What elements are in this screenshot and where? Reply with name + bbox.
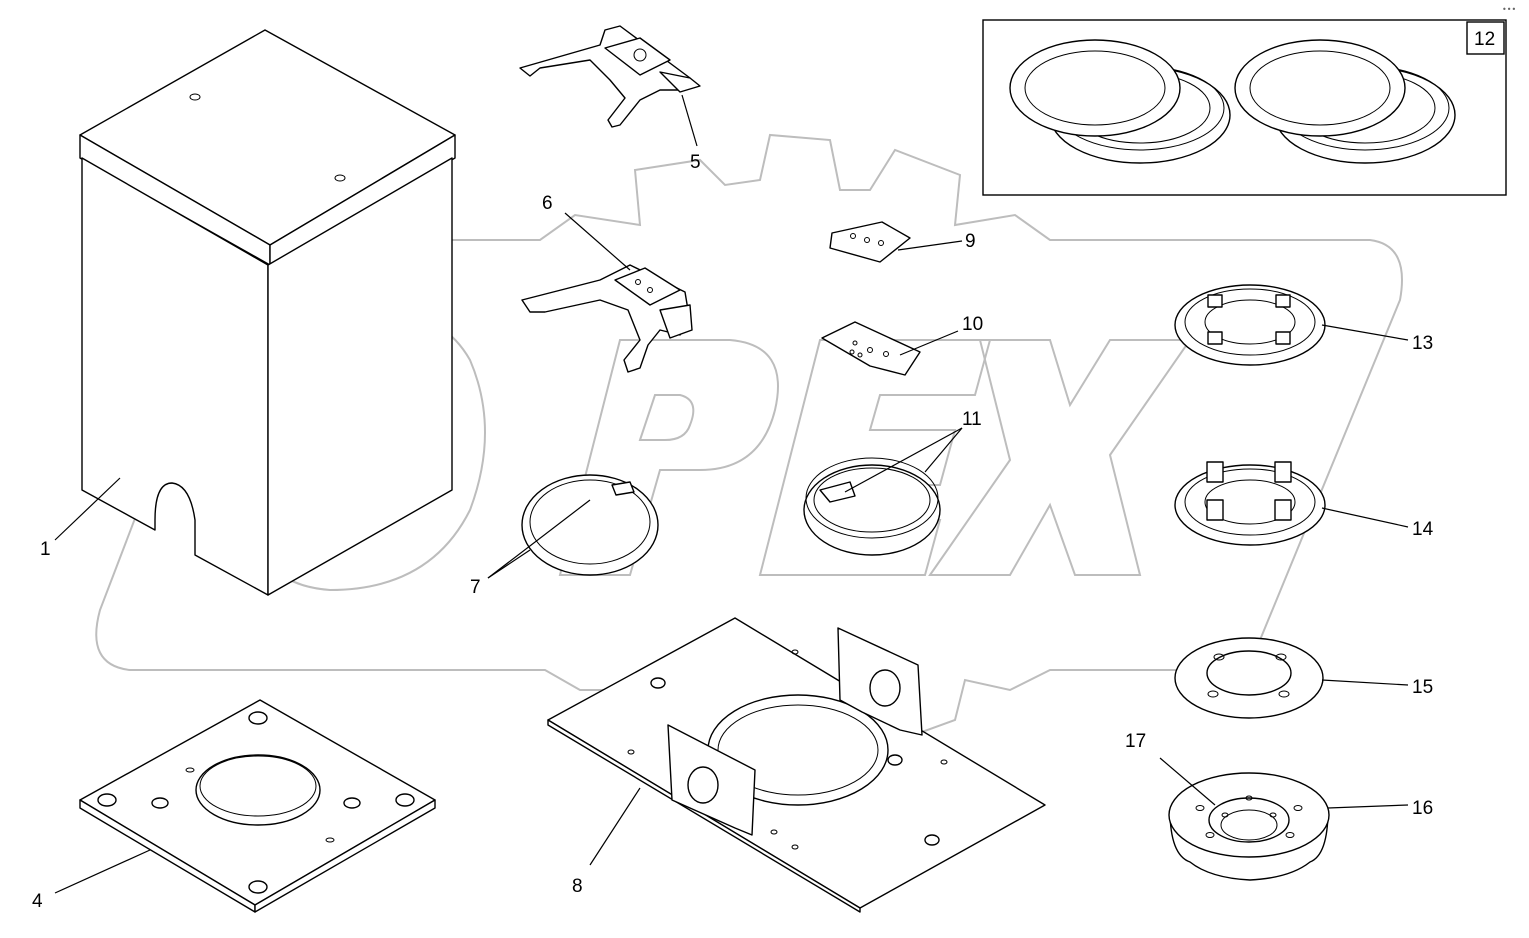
callout-10: 10 bbox=[962, 314, 983, 335]
part-6-sensor-bracket bbox=[521, 264, 693, 373]
callout-9: 9 bbox=[965, 231, 976, 252]
part-12-kit-frame bbox=[982, 19, 1507, 196]
callout-labels: 1 4 5 6 7 8 9 10 11 12 13 14 15 16 17 bbox=[32, 29, 1495, 912]
part-5-sensor-bracket bbox=[519, 25, 701, 128]
corner-mark: ••• bbox=[1502, 5, 1516, 14]
part-4-base-plate bbox=[79, 699, 436, 913]
callout-4: 4 bbox=[32, 891, 43, 912]
part-7-ring bbox=[521, 474, 659, 576]
callout-7: 7 bbox=[470, 577, 481, 598]
callout-11: 11 bbox=[962, 409, 982, 430]
part-14-clamp-ring bbox=[1174, 461, 1326, 546]
part-1-cover bbox=[79, 29, 456, 596]
callout-13: 13 bbox=[1412, 333, 1433, 354]
leader-lines bbox=[54, 94, 1409, 894]
callout-17: 17 bbox=[1125, 731, 1146, 752]
callout-15: 15 bbox=[1412, 677, 1433, 698]
callout-6: 6 bbox=[542, 193, 553, 214]
callout-5: 5 bbox=[690, 152, 701, 173]
part-16-flange bbox=[1168, 772, 1330, 881]
callout-12: 12 bbox=[1474, 29, 1495, 50]
part-8-main-plate bbox=[547, 617, 1046, 913]
part-10-small-plate bbox=[821, 321, 921, 376]
callout-8: 8 bbox=[572, 876, 583, 897]
part-11-ring bbox=[803, 457, 941, 556]
callout-16: 16 bbox=[1412, 798, 1433, 819]
part-9-small-plate bbox=[829, 221, 911, 263]
part-15-washer bbox=[1174, 637, 1324, 719]
part-13-clamp-ring bbox=[1174, 284, 1326, 366]
callout-1: 1 bbox=[40, 539, 51, 560]
callout-14: 14 bbox=[1412, 519, 1434, 540]
